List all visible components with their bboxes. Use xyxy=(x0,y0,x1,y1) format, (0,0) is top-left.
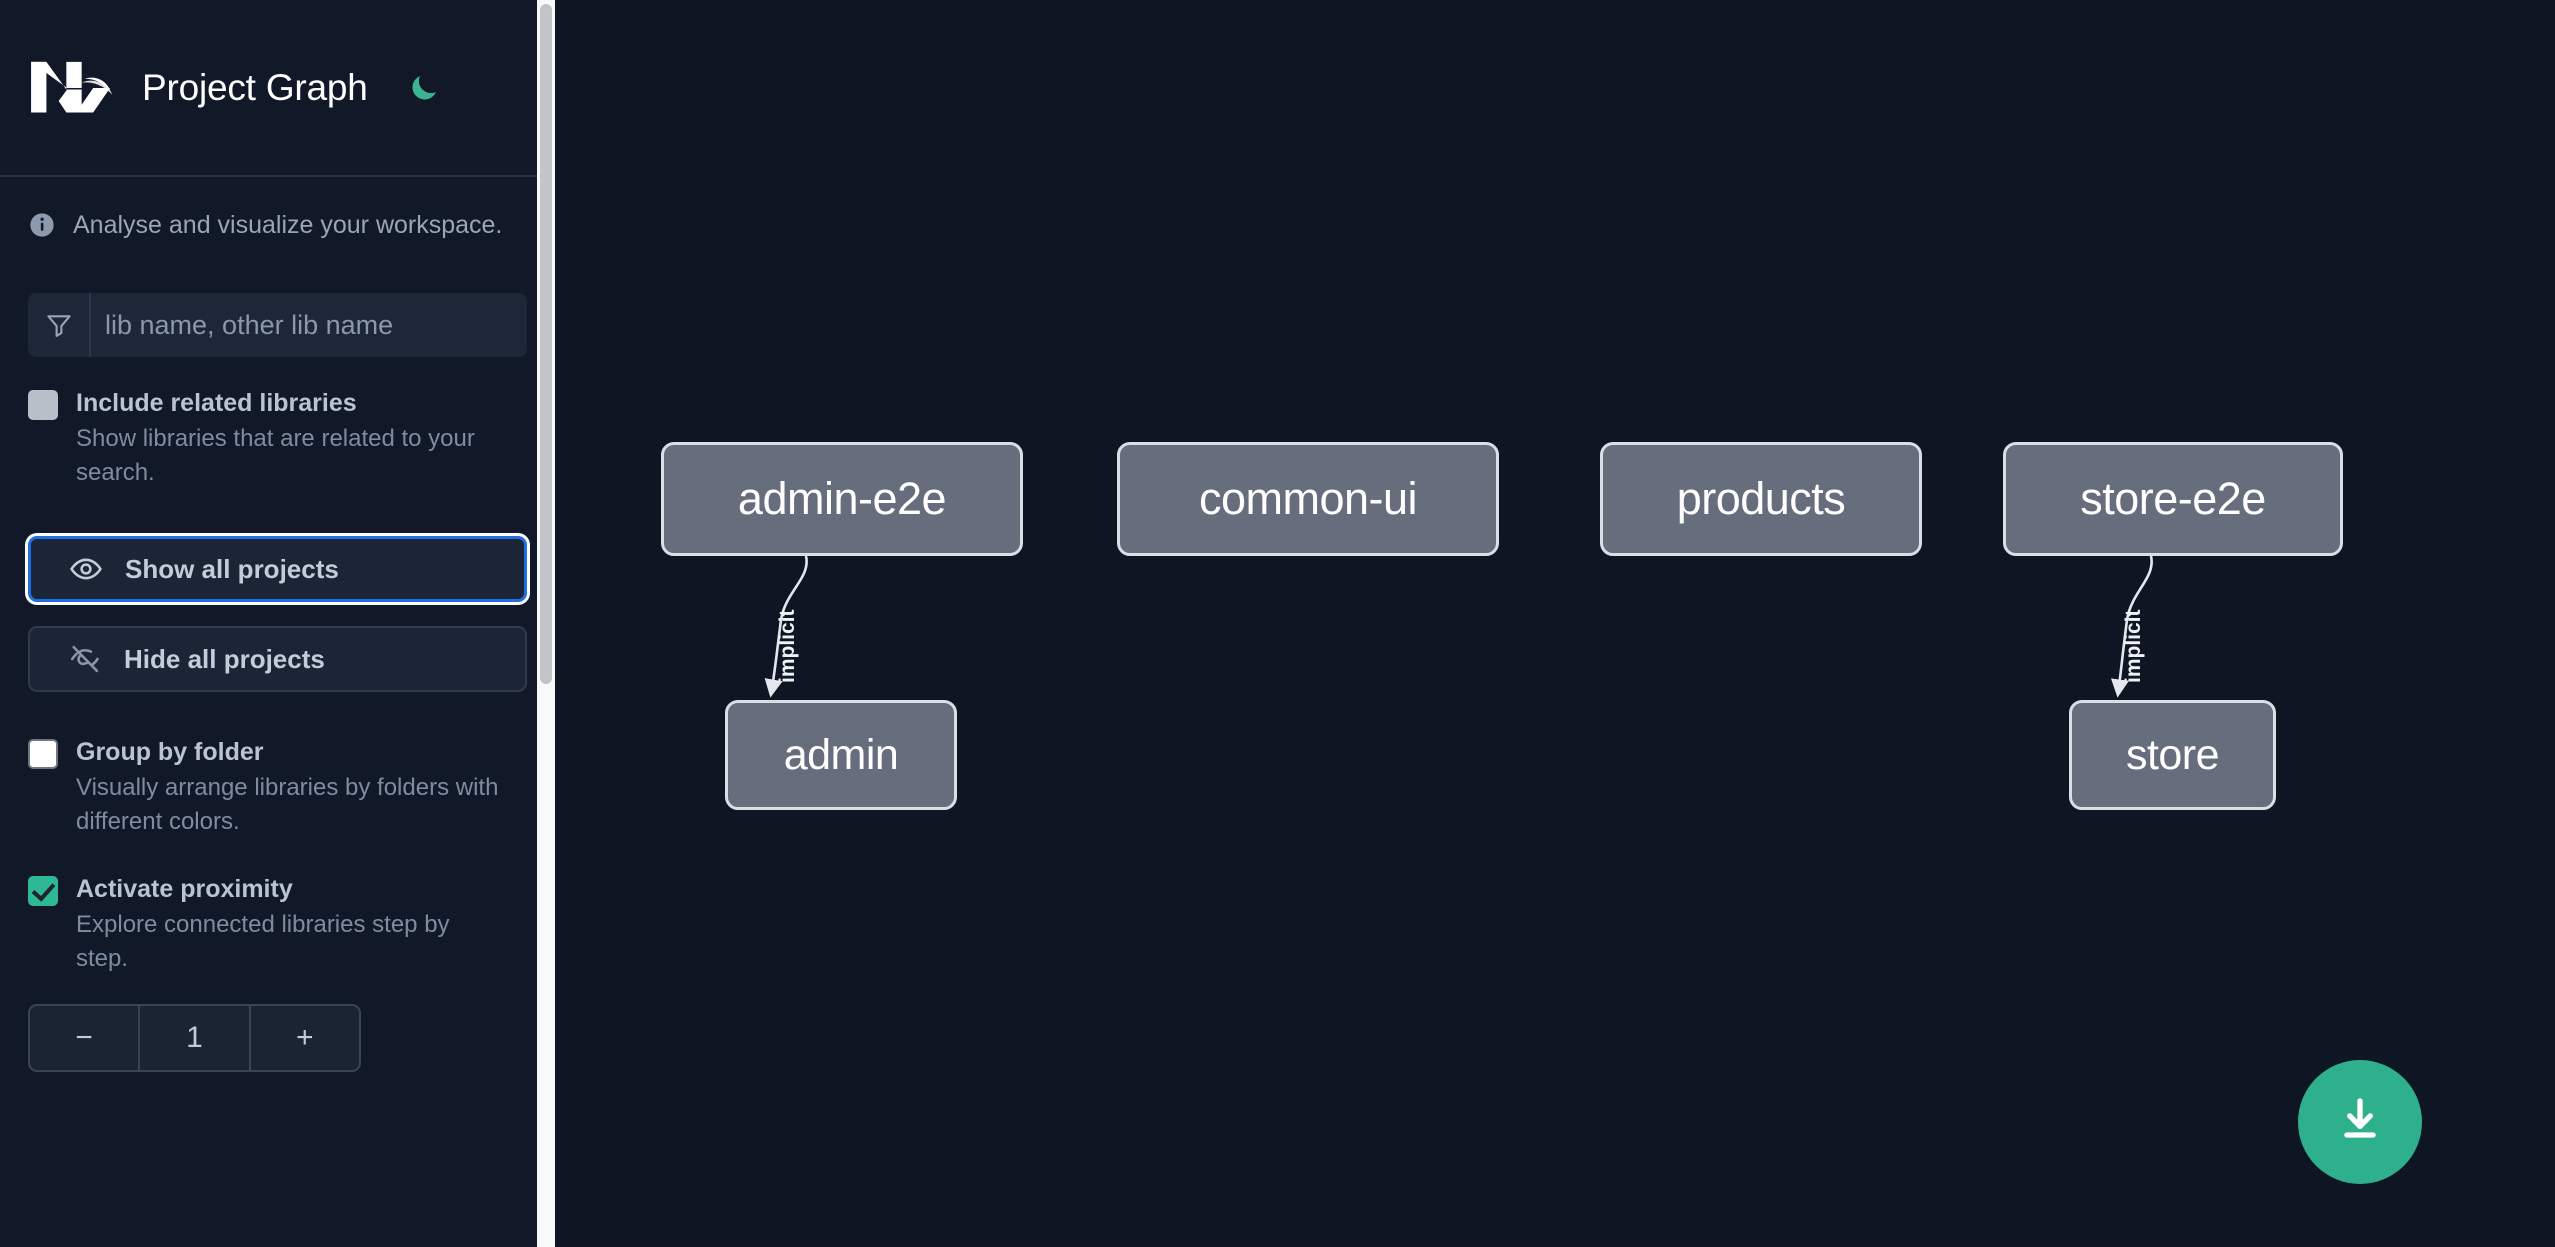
moon-icon[interactable] xyxy=(404,68,444,108)
graph-node-admin-e2e[interactable]: admin-e2e xyxy=(661,442,1023,556)
hide-all-projects-label: Hide all projects xyxy=(124,643,325,674)
visibility-buttons: Show all projects Hide all projects xyxy=(0,536,555,693)
proximity-increment-button[interactable]: + xyxy=(296,1021,314,1055)
activate-proximity-description: Explore connected libraries step by step… xyxy=(76,911,450,973)
tagline-text: Analyse and visualize your workspace. xyxy=(73,210,503,239)
option-activate-proximity[interactable]: Activate proximity Explore connected lib… xyxy=(0,873,555,976)
eye-off-icon xyxy=(68,642,102,676)
eye-icon xyxy=(69,552,103,586)
include-related-libraries-label: Include related libraries xyxy=(76,389,357,417)
graph-edge-label-admin-e2e-to-admin: implicit xyxy=(776,609,799,683)
hide-all-projects-button[interactable]: Hide all projects xyxy=(28,626,527,693)
sidebar-scrollbar-track[interactable] xyxy=(537,0,555,1247)
sidebar-header: Project Graph xyxy=(0,0,555,177)
proximity-stepper-container: − 1 + xyxy=(0,1004,555,1073)
search-box[interactable] xyxy=(28,293,527,357)
proximity-stepper: − 1 + xyxy=(28,1004,361,1073)
graph-edge-label-store-e2e-to-store: implicit xyxy=(2122,609,2145,683)
activate-proximity-label: Activate proximity xyxy=(76,875,293,904)
filter-icon xyxy=(28,293,91,357)
show-all-projects-label: Show all projects xyxy=(125,553,339,584)
sidebar-tagline: Analyse and visualize your workspace. xyxy=(0,177,555,273)
group-by-folder-label: Group by folder xyxy=(76,738,264,767)
graph-node-store[interactable]: store xyxy=(2069,700,2276,810)
graph-node-common-ui[interactable]: common-ui xyxy=(1117,442,1499,556)
graph-node-products[interactable]: products xyxy=(1600,442,1922,556)
graph-canvas[interactable]: admin-e2e common-ui products store-e2e admin… xyxy=(573,0,2555,1247)
include-related-libraries-description: Show libraries that are related to your … xyxy=(76,425,475,487)
option-group-by-folder[interactable]: Group by folder Visually arrange librari… xyxy=(0,736,555,839)
group-by-folder-description: Visually arrange libraries by folders wi… xyxy=(76,774,499,836)
graph-node-store-e2e[interactable]: store-e2e xyxy=(2003,442,2343,556)
search-container xyxy=(0,273,555,357)
graph-edges xyxy=(764,555,2153,698)
nx-logo xyxy=(28,57,120,119)
proximity-value: 1 xyxy=(138,1006,251,1071)
show-all-projects-button[interactable]: Show all projects xyxy=(28,536,527,603)
include-related-libraries-checkbox[interactable] xyxy=(28,390,58,420)
download-icon xyxy=(2332,1093,2388,1152)
app-title: Project Graph xyxy=(142,66,368,108)
sidebar-scrollbar-thumb[interactable] xyxy=(540,4,552,684)
group-by-folder-checkbox[interactable] xyxy=(28,739,58,770)
sidebar: Project Graph Analyse and visualize your… xyxy=(0,0,555,1247)
option-include-related-libraries[interactable]: Include related libraries Show libraries… xyxy=(0,387,555,490)
activate-proximity-checkbox[interactable] xyxy=(28,876,58,907)
search-input[interactable] xyxy=(91,293,527,357)
graph-node-admin[interactable]: admin xyxy=(725,700,957,810)
download-graph-button[interactable] xyxy=(2298,1060,2422,1184)
proximity-decrement-button[interactable]: − xyxy=(75,1021,93,1055)
info-icon xyxy=(28,211,56,239)
